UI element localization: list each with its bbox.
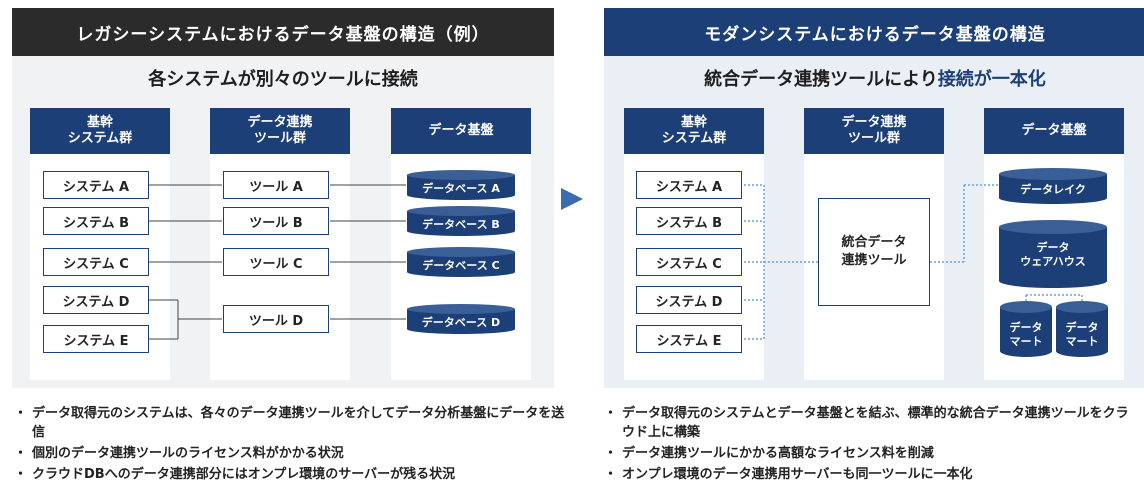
database-d-cylinder-icon [407, 304, 515, 334]
col-head-systems: 基幹 システム群 [30, 108, 170, 154]
data-mart-1-cylinder-icon [1000, 301, 1052, 357]
legacy-system-c: システム C [43, 248, 149, 276]
col-head-tools: データ連携 ツール群 [804, 108, 944, 154]
database-c-cylinder-icon [407, 247, 515, 277]
legacy-database-a: データベース A [407, 170, 515, 200]
data-warehouse-label: データ ウェアハウス [1020, 241, 1086, 268]
modern-bullet-1: データ取得元のシステムとデータ基盤とを結ぶ、標準的な統合データ連携ツールをクラウ… [604, 404, 1134, 442]
database-a-label: データベース A [422, 182, 500, 195]
data-warehouse-cylinder-icon [999, 220, 1107, 288]
legacy-system-e: システム E [43, 325, 149, 353]
modern-bullet-2: データ連携ツールにかかる高額なライセンス料を削減 [604, 444, 1134, 463]
database-b-label: データベース B [422, 218, 500, 231]
modern-subtitle-plain: 統合データ連携ツールにより [704, 69, 938, 90]
legacy-tool-b: ツール B [223, 207, 329, 235]
legacy-system-d: システム D [43, 286, 149, 314]
legacy-tool-c: ツール C [223, 248, 329, 276]
modern-system-e: システム E [636, 325, 742, 353]
transition-arrow-icon [561, 188, 583, 210]
col-head-systems: 基幹 システム群 [624, 108, 764, 154]
legacy-bullet-2: 個別のデータ連携ツールのライセンス料がかかる状況 [14, 444, 574, 463]
modern-subtitle-emphasis: 接続が一本化 [937, 69, 1046, 90]
data-mart-2-cylinder-icon [1056, 301, 1108, 357]
modern-panel: モダンシステムにおけるデータ基盤の構造 統合データ連携ツールにより接続が一本化 … [604, 8, 1144, 388]
modern-bullet-3: オンプレ環境のデータ連携用サーバーも同一ツールに一本化 [604, 465, 1134, 484]
database-d-label: データベース D [421, 316, 501, 329]
integrated-data-tool: 統合データ 連携ツール [818, 198, 930, 306]
modern-bullet-list: データ取得元のシステムとデータ基盤とを結ぶ、標準的な統合データ連携ツールをクラウ… [604, 404, 1134, 486]
col-head-platform: データ基盤 [984, 108, 1124, 154]
database-a-cylinder-icon [407, 170, 515, 200]
col-head-platform: データ基盤 [391, 108, 531, 154]
modern-system-a: システム A [636, 171, 742, 199]
legacy-panel: レガシーシステムにおけるデータ基盤の構造（例） 各システムが別々のツールに接続 … [12, 8, 554, 388]
modern-panel-header: モダンシステムにおけるデータ基盤の構造 [604, 8, 1144, 56]
legacy-bullet-1: データ取得元のシステムは、各々のデータ連携ツールを介してデータ分析基盤にデータを… [14, 404, 574, 442]
legacy-database-d: データベース D [407, 304, 515, 334]
col-head-tools: データ連携 ツール群 [210, 108, 350, 154]
legacy-system-b: システム B [43, 207, 149, 235]
legacy-tool-a: ツール A [223, 171, 329, 199]
data-lake-cylinder-icon [999, 168, 1107, 204]
legacy-database-b: データベース B [407, 206, 515, 236]
modern-system-b: システム B [636, 207, 742, 235]
legacy-system-a: システム A [43, 171, 149, 199]
data-mart-2-label: データ マート [1065, 321, 1099, 348]
legacy-database-c: データベース C [407, 247, 515, 277]
modern-subtitle: 統合データ連携ツールにより接続が一本化 [604, 62, 1144, 98]
database-c-label: データベース C [422, 259, 500, 272]
legacy-tool-d: ツール D [223, 305, 329, 333]
data-mart-1-label: データ マート [1009, 321, 1043, 348]
data-lake-label: データレイク [1020, 183, 1086, 196]
modern-system-d: システム D [636, 286, 742, 314]
database-b-cylinder-icon [407, 206, 515, 236]
legacy-subtitle: 各システムが別々のツールに接続 [148, 69, 418, 90]
modern-system-c: システム C [636, 248, 742, 276]
legacy-panel-header: レガシーシステムにおけるデータ基盤の構造（例） [12, 8, 554, 56]
legacy-bullet-3: クラウドDBへのデータ連携部分にはオンプレ環境のサーバーが残る状況 [14, 465, 574, 484]
legacy-bullet-list: データ取得元のシステムは、各々のデータ連携ツールを介してデータ分析基盤にデータを… [14, 404, 574, 486]
